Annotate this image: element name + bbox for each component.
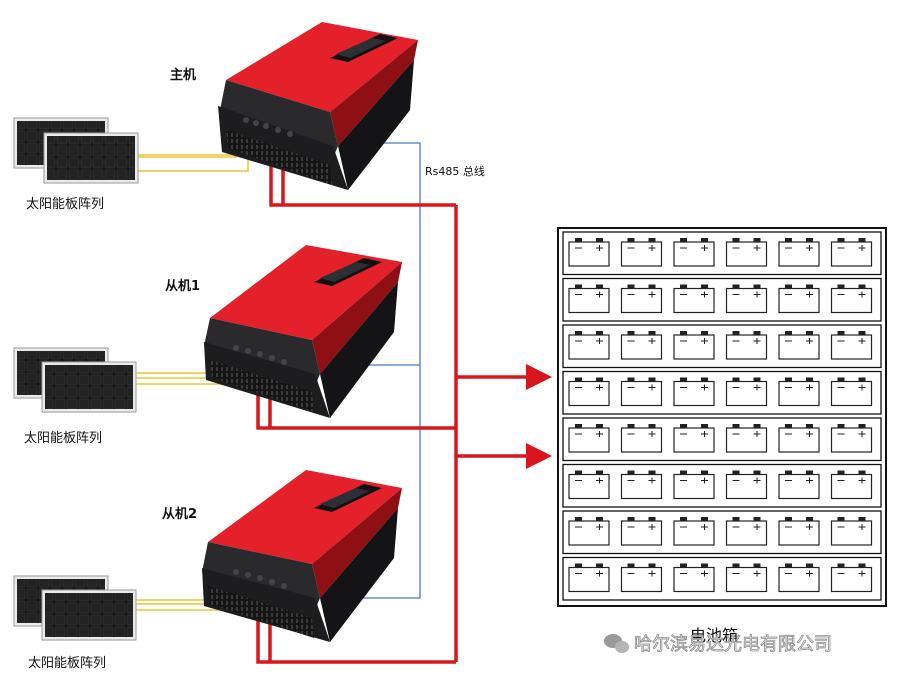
- battery-shelf: [562, 277, 882, 322]
- arrow-to-battery-2: [526, 443, 552, 469]
- battery-shelf: [562, 370, 882, 415]
- panel-label: 太阳能板阵列: [28, 656, 106, 671]
- battery-icon: [568, 516, 610, 546]
- battery-grid: [562, 231, 882, 601]
- battery-icon: [568, 283, 610, 314]
- battery-icon: [620, 330, 663, 360]
- battery-icon: [725, 283, 768, 314]
- battery-box-label: 电池箱: [690, 626, 738, 645]
- solar-panel-slave2: [41, 589, 137, 641]
- unit-label: 从机1: [165, 278, 200, 294]
- controller-master: 主机 太阳能板阵列: [13, 22, 418, 212]
- watermark-text: 哈尔滨易达光电有限公司: [634, 634, 832, 655]
- battery-icon: [620, 562, 663, 593]
- battery-icon: [673, 516, 715, 546]
- battery-icon: [620, 423, 663, 453]
- battery-icon: [620, 516, 663, 546]
- battery-shelf: [562, 324, 882, 369]
- battery-icon: [830, 237, 873, 267]
- controller-slave2: 从机2 太阳能板阵列: [13, 470, 402, 671]
- battery-icon: [778, 376, 820, 407]
- battery-box: 电池箱: [557, 227, 887, 645]
- unit-label: 从机2: [162, 506, 197, 522]
- battery-icon: [830, 330, 873, 360]
- battery-icon: [778, 562, 820, 593]
- battery-icon: [778, 516, 820, 546]
- battery-icon: [725, 516, 768, 546]
- battery-icon: [830, 376, 873, 407]
- solar-panel-master: [43, 132, 139, 184]
- battery-icon: [725, 469, 768, 500]
- battery-icon: [830, 469, 873, 500]
- battery-icon: [568, 562, 610, 593]
- battery-icon: [673, 330, 715, 360]
- battery-icon: [568, 237, 610, 267]
- battery-icon: [673, 376, 715, 407]
- battery-icon: [620, 376, 663, 407]
- battery-icon: [568, 469, 610, 500]
- battery-shelf: [562, 510, 882, 555]
- battery-icon: [673, 469, 715, 500]
- battery-shelf: [562, 417, 882, 462]
- battery-icon: [830, 423, 873, 453]
- battery-icon: [673, 237, 715, 267]
- battery-icon: [725, 330, 768, 360]
- rs485-bus-label: Rs485 总线: [425, 164, 485, 178]
- battery-icon: [830, 562, 873, 593]
- battery-icon: [568, 376, 610, 407]
- battery-icon: [725, 237, 768, 267]
- battery-icon: [620, 237, 663, 267]
- controller-slave1: 从机1 太阳能板阵列: [13, 245, 402, 446]
- panel-label: 太阳能板阵列: [24, 431, 102, 446]
- battery-icon: [673, 283, 715, 314]
- wechat-icon: [604, 634, 629, 653]
- battery-shelf: [562, 231, 882, 276]
- battery-icon: [830, 516, 873, 546]
- arrow-to-battery-1: [526, 364, 552, 390]
- battery-icon: [620, 283, 663, 314]
- solar-panel-slave1: [41, 361, 137, 413]
- battery-icon: [778, 423, 820, 453]
- battery-shelf: [562, 556, 882, 601]
- battery-icon: [778, 330, 820, 360]
- battery-icon: [673, 562, 715, 593]
- battery-icon: [778, 469, 820, 500]
- battery-icon: [725, 376, 768, 407]
- battery-icon: [725, 423, 768, 453]
- battery-icon: [620, 469, 663, 500]
- battery-icon: [778, 237, 820, 267]
- battery-icon: [725, 562, 768, 593]
- battery-icon: [568, 330, 610, 360]
- battery-shelf: [562, 463, 882, 508]
- battery-icon: [830, 283, 873, 314]
- watermark: 哈尔滨易达光电有限公司: [604, 634, 832, 655]
- unit-label: 主机: [170, 67, 196, 83]
- battery-icon: [673, 423, 715, 453]
- panel-label: 太阳能板阵列: [26, 197, 104, 212]
- battery-icon: [778, 283, 820, 314]
- battery-icon: [568, 423, 610, 453]
